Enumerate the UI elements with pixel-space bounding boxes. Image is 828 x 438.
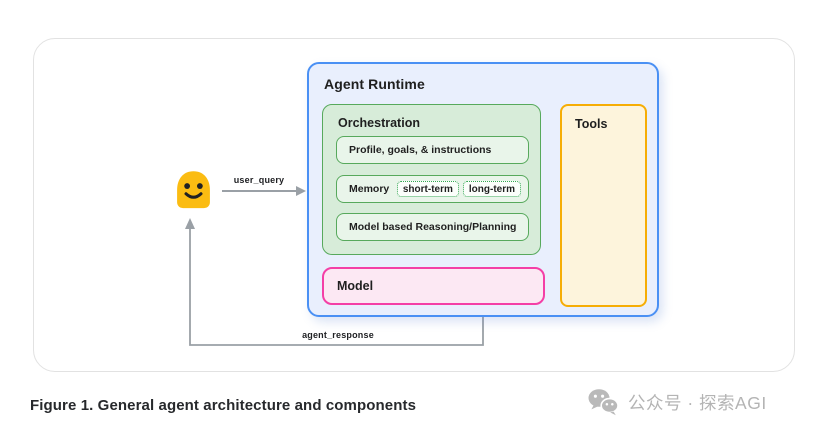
agent-runtime-title: Agent Runtime [324, 76, 425, 92]
orchestration-box: Orchestration Profile, goals, & instruct… [322, 104, 541, 255]
model-label: Model [337, 279, 374, 293]
figure-caption: Figure 1. General agent architecture and… [30, 397, 417, 414]
wechat-icon [588, 389, 619, 416]
memory-chips: short-term long-term [396, 181, 521, 197]
memory-label: Memory [349, 183, 390, 195]
user-emoji-icon [171, 167, 216, 212]
reasoning-planning-label: Model based Reasoning/Planning [349, 221, 517, 233]
user-query-label: user_query [233, 175, 285, 185]
short-term-chip: short-term [396, 181, 459, 197]
model-box: Model [322, 267, 545, 305]
agent-runtime-box: Agent Runtime Orchestration Profile, goa… [307, 62, 659, 317]
watermark-text: 公众号 · 探索AGI [628, 392, 767, 413]
tools-box: Tools [560, 104, 647, 307]
reasoning-planning-box: Model based Reasoning/Planning [336, 213, 529, 241]
profile-goals-instructions-label: Profile, goals, & instructions [349, 144, 492, 156]
orchestration-title: Orchestration [338, 116, 420, 130]
tools-label: Tools [575, 117, 608, 131]
memory-box: Memory short-term long-term [336, 175, 529, 203]
long-term-chip: long-term [462, 181, 521, 197]
watermark: 公众号 · 探索AGI [588, 388, 767, 416]
profile-goals-instructions-box: Profile, goals, & instructions [336, 136, 529, 164]
agent-response-label: agent_response [302, 330, 374, 340]
